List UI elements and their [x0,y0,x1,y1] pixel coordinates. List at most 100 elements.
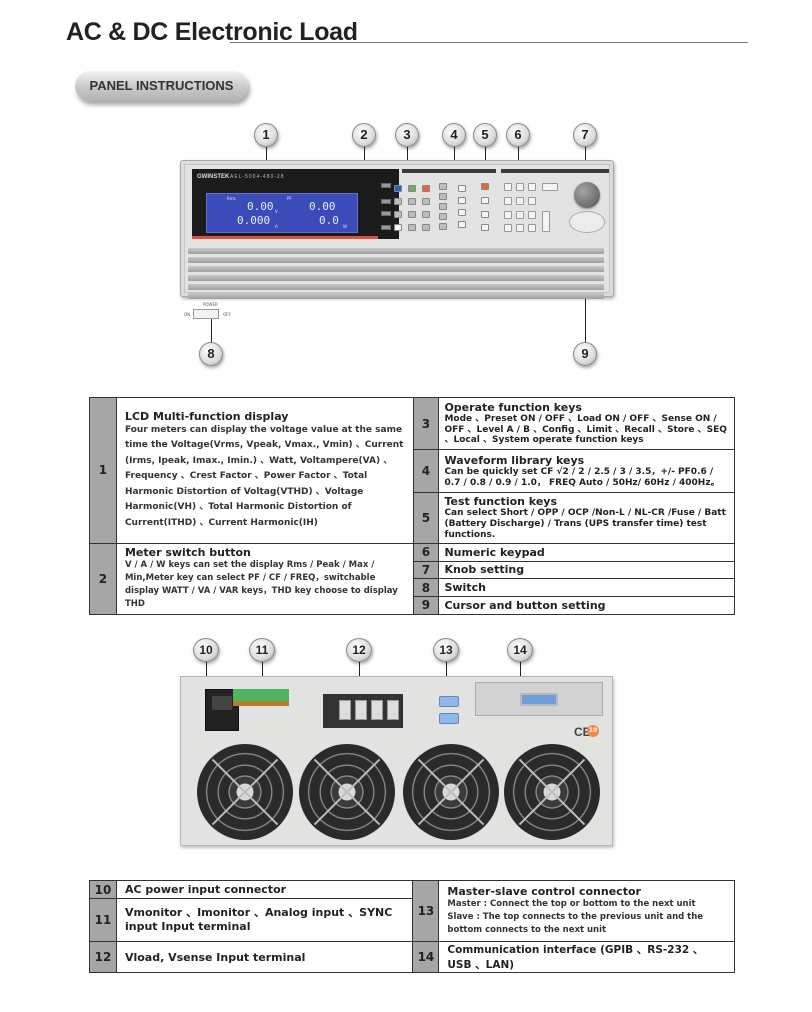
cursor-keys[interactable] [569,211,605,233]
item-description: Mode 、Preset ON / OFF 、Load ON / OFF 、Se… [444,413,727,446]
vload-terminal[interactable] [323,694,403,728]
wave-key-2[interactable] [439,193,447,200]
meter-key-vaw[interactable] [381,183,391,188]
lcd-voltage-unit: V [275,209,278,214]
pf-key[interactable] [458,209,466,216]
keypad-8[interactable] [516,183,524,191]
wave-key-3[interactable] [439,203,447,210]
item-description: V / A / W keys can set the display Rms /… [124,559,398,610]
freq-key[interactable] [458,197,466,204]
item-number: 4 [412,449,440,493]
rotary-knob[interactable] [574,182,600,208]
callout-7: 7 [573,123,597,147]
keypad-2[interactable] [516,211,524,219]
callout-14: 14 [507,638,533,662]
item-title: Waveform library keys [444,453,585,467]
power-on-label: ON [184,312,191,317]
lcd-label-rms: Rms [227,196,236,201]
lcd-voltage: 0.00 [247,200,274,213]
item-title: Test function keys [444,495,558,508]
ac-power-connector[interactable] [205,689,239,731]
title-rule [230,42,748,43]
lcd-current: 0.000 [237,214,271,227]
entry-strip [501,169,609,173]
cooling-fan [197,744,293,840]
item-number: 11 [89,898,117,942]
item-title: Meter switch button [124,545,251,559]
callout-6: 6 [506,123,530,147]
leader-line-4 [454,147,455,170]
master-slave-connector-top[interactable] [439,696,459,707]
item-title: Cursor and button setting [438,595,735,615]
keypad-6[interactable] [528,197,536,205]
pf-sign-key[interactable] [458,221,466,228]
ce-mark-icon: CE [574,725,591,739]
keypad-enter[interactable] [542,211,550,232]
cf-key[interactable] [458,185,466,192]
keypad-backspace[interactable] [542,183,558,191]
item-key[interactable] [481,197,489,204]
recall-key[interactable] [408,211,416,218]
keypad-0[interactable] [504,224,512,232]
lcd-bezel: GWINSTEK AEL-5004-480-28 Rms PF 0.00 V 0… [192,169,378,239]
test-key[interactable] [481,183,489,190]
keypad-5[interactable] [516,197,524,205]
limit-key[interactable] [394,211,402,218]
callout-5: 5 [473,123,497,147]
lcd-current-unit: A [275,224,278,229]
callout-12: 12 [346,638,372,662]
setting-key[interactable] [481,211,489,218]
exit-key[interactable] [481,224,489,231]
recycle-10-icon: 10 [587,725,599,737]
keypad-7[interactable] [504,183,512,191]
master-slave-connector-bottom[interactable] [439,713,459,724]
item-title: Switch [438,578,735,597]
meter-key-thd[interactable] [381,225,391,230]
gpib-connector[interactable] [520,693,558,706]
page-title: AC & DC Electronic Load [66,18,358,46]
callout-3: 3 [395,123,419,147]
callout-10: 10 [193,638,219,662]
wave-key-4[interactable] [439,213,447,220]
item-description-master: Master : Connect the top or bottom to th… [447,899,696,910]
item-title: Communication interface (GPIB 、RS-232 、U… [438,941,735,973]
keypad-dot[interactable] [516,224,524,232]
callout-1: 1 [254,123,278,147]
meter-key-watt[interactable] [381,211,391,216]
section-label: PANEL INSTRUCTIONS [75,71,248,101]
config-key[interactable] [422,198,430,205]
keypad-clear[interactable] [528,224,536,232]
leader-line-2 [364,147,365,170]
store-key[interactable] [422,211,430,218]
preset-key[interactable] [408,185,416,192]
keypad-1[interactable] [504,211,512,219]
analog-terminal-block[interactable] [233,689,289,706]
wave-strip [434,169,496,173]
load-key[interactable] [422,185,430,192]
item-1-cell: LCD Multi-function display Four meters c… [115,397,414,544]
system-key[interactable] [422,224,430,231]
wave-key-1[interactable] [439,183,447,190]
rear-panel-table: 10 AC power input connector 13 Master-sl… [89,880,735,973]
seq-key[interactable] [394,224,402,231]
item-number: 14 [412,941,440,973]
mode-key[interactable] [394,185,402,192]
leader-line-1 [266,147,267,170]
wave-key-5[interactable] [439,223,447,230]
leader-line-3 [407,147,408,170]
item-description: Four meters can display the voltage valu… [124,424,404,528]
level-key[interactable] [408,198,416,205]
meter-key-meter[interactable] [381,199,391,204]
keypad-4[interactable] [504,197,512,205]
keypad-9[interactable] [528,183,536,191]
keypad-3[interactable] [528,211,536,219]
local-key[interactable] [408,224,416,231]
sense-key[interactable] [394,198,402,205]
item-title: AC power input connector [115,880,414,899]
item-4-cell: Waveform library keys Can be quickly set… [438,449,735,493]
item-number: 5 [412,492,440,544]
brand-logo: GWINSTEK [197,174,230,180]
cooling-fan [403,744,499,840]
callout-11: 11 [249,638,275,662]
power-switch[interactable] [193,309,219,319]
